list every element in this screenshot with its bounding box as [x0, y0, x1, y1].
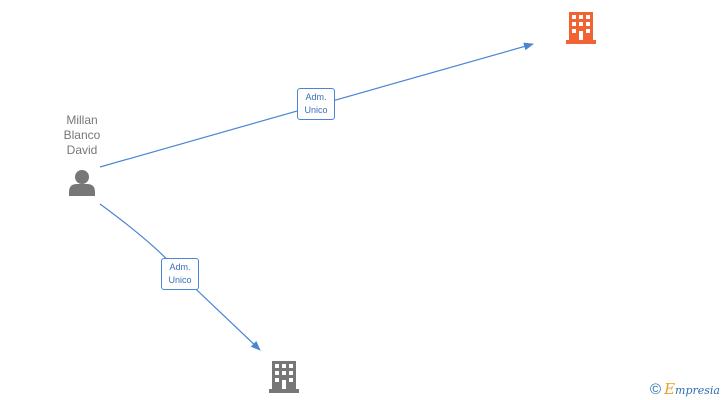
edge-label-line: Unico: [168, 275, 192, 285]
building-icon[interactable]: [269, 361, 299, 393]
person-icon[interactable]: [69, 170, 95, 196]
copyright-symbol: ©: [650, 381, 662, 398]
person-name-line: Blanco: [63, 128, 101, 142]
edge-label-2: Adm. Unico: [161, 258, 199, 290]
brand-initial: E: [664, 380, 676, 398]
brand-name: mpresia: [675, 384, 720, 397]
person-name-line: David: [66, 143, 98, 157]
edge-label-line: Adm.: [169, 262, 191, 272]
building-icon[interactable]: [566, 12, 596, 44]
edge-label-line: Adm.: [305, 92, 327, 102]
person-name-line: Millan: [66, 113, 98, 127]
edge-label-line: Unico: [304, 105, 328, 115]
person-name[interactable]: Millan Blanco David: [52, 113, 112, 158]
edge-label-1: Adm. Unico: [297, 88, 335, 120]
watermark: ©Empresia: [650, 380, 720, 398]
